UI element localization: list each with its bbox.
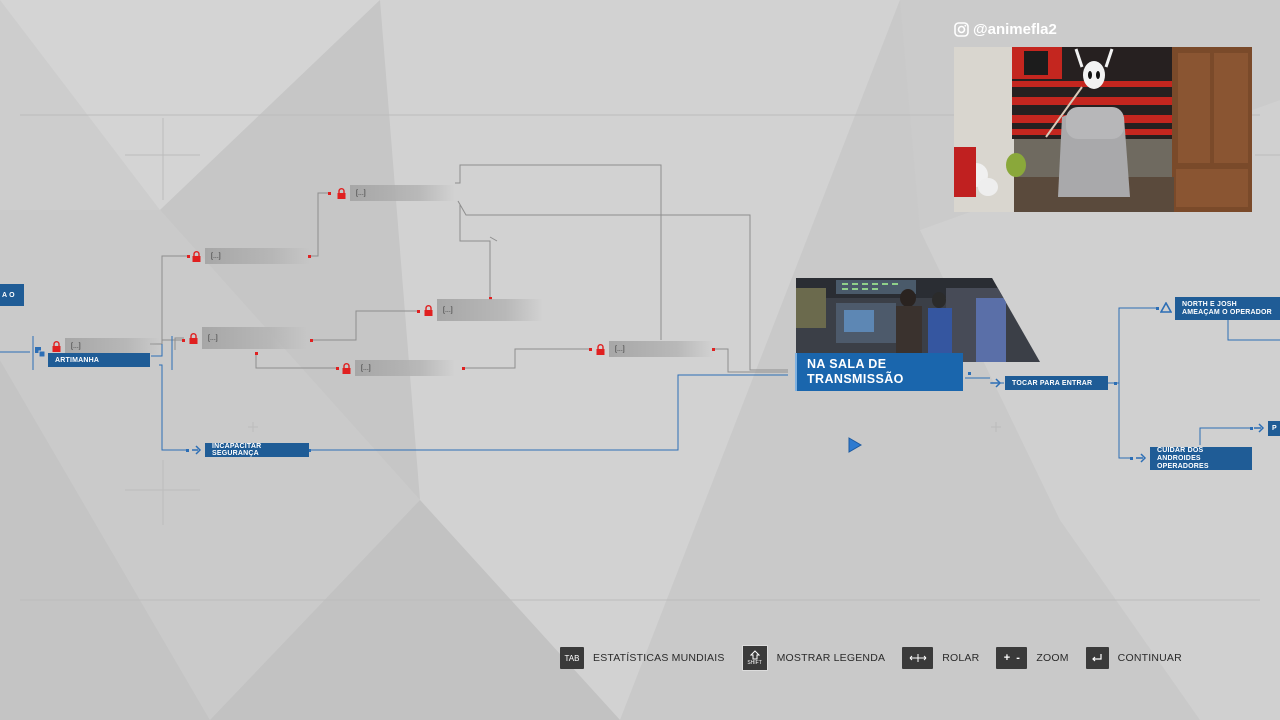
locked-node[interactable]: [...] [422,299,543,321]
locked-node-label: [...] [350,185,455,201]
node-incapacitar-seguranca[interactable]: INCAPACITAR SEGURANÇA [205,443,309,457]
node-incapacitar-label: INCAPACITAR SEGURANÇA [212,443,262,457]
locked-node[interactable]: [...] [340,360,455,376]
node-left-edge[interactable]: A O [0,284,24,306]
legend-item-tab[interactable]: TAB ESTATÍSTICAS MUNDIAIS [560,647,725,669]
social-handle-text: @animefla2 [973,20,1057,38]
instagram-icon [954,21,969,37]
branch-arrow-icon [1254,423,1265,433]
webcam-overlay [954,47,1252,212]
node-cuidar-androides[interactable]: CUIDAR DOS ANDROIDES OPERADORES [1150,447,1252,470]
node-north-josh[interactable]: NORTH E JOSH AMEAÇAM O OPERADOR [1175,297,1280,320]
node-main-label: NA SALA DE TRANSMISSÃO [807,357,904,386]
legend-label: CONTINUAR [1117,652,1182,664]
lock-icon [190,249,202,263]
legend-label: MOSTRAR LEGENDA [776,652,886,664]
node-right-edge[interactable]: P [1268,421,1280,436]
lock-icon [422,303,434,317]
legend-item-zoom[interactable]: + - ZOOM [996,647,1068,669]
branch-arrow-icon [192,445,202,455]
lock-icon [340,361,352,375]
locked-node-label: [...] [609,341,714,357]
node-tocar-label: TOCAR PARA ENTRAR [1012,379,1093,387]
zoom-keys: + - [996,647,1028,669]
node-artimanha-label: ARTIMANHA [55,356,100,364]
social-handle: @animefla2 [954,19,1057,39]
node-right-edge-label: P [1272,425,1277,432]
locked-node[interactable]: [...] [335,185,455,201]
shift-key-icon: SHIFT [741,645,768,671]
legend-label: ZOOM [1036,652,1069,664]
legend-item-shift[interactable]: SHIFT MOSTRAR LEGENDA [741,645,886,671]
locked-node-label: [...] [65,338,160,354]
locked-node[interactable]: [...] [187,327,307,349]
legend-item-continuar[interactable]: CONTINUAR [1085,647,1182,669]
scene-thumbnail [796,278,1040,362]
node-tocar-para-entrar[interactable]: TOCAR PARA ENTRAR [1005,376,1108,390]
node-left-edge-label: A O [2,291,15,299]
branch-arrow-icon [991,378,1002,388]
node-na-sala-de-transmissao[interactable]: NA SALA DE TRANSMISSÃO [795,353,963,391]
locked-node-label: [...] [202,327,307,349]
branch-arrow-icon [1136,453,1147,463]
lock-icon [50,339,62,353]
mouse-move-icon [902,647,934,669]
lock-icon [335,186,347,200]
shift-key-text: SHIFT [747,660,762,666]
lock-icon [594,342,606,356]
locked-node-label: [...] [437,299,543,321]
legend-label: ESTATÍSTICAS MUNDIAIS [593,652,725,664]
node-cuidar-label: CUIDAR DOS ANDROIDES OPERADORES [1157,446,1209,470]
locked-node-label: [...] [355,360,455,376]
lock-icon [187,331,199,345]
legend-label: ROLAR [942,652,980,664]
triangle-icon [1160,302,1172,313]
locked-node[interactable]: [...] [190,248,310,264]
branch-icon [35,347,45,357]
enter-icon [1085,647,1109,669]
locked-node[interactable]: [...] [594,341,714,357]
controls-legend: TAB ESTATÍSTICAS MUNDIAIS SHIFT MOSTRAR … [560,645,1199,671]
locked-node[interactable]: [...] [50,338,160,354]
node-north-label: NORTH E JOSH AMEAÇAM O OPERADOR [1182,300,1272,316]
cursor-play-icon [848,437,862,453]
locked-node-label: [...] [205,248,310,264]
legend-item-rolar[interactable]: ROLAR [902,647,979,669]
tab-key: TAB [560,647,584,669]
node-artimanha[interactable]: ARTIMANHA [48,353,150,367]
